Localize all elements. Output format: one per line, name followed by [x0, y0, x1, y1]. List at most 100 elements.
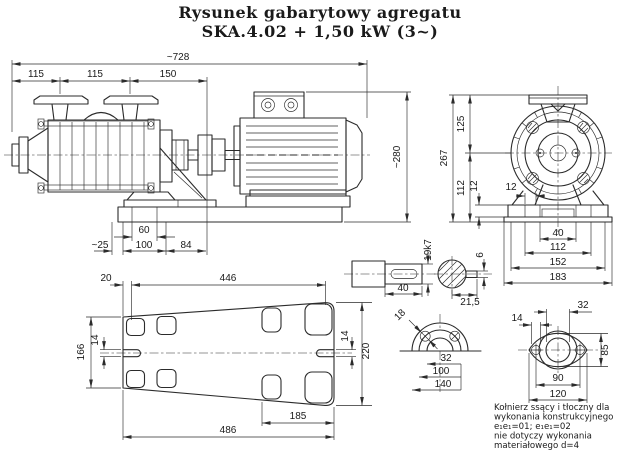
baseplate-side	[117, 206, 343, 223]
dim-plate-left-height: 166	[76, 316, 121, 389]
dim-label: 100	[433, 366, 450, 377]
section-hatch	[438, 260, 466, 288]
dim-label: 18	[392, 307, 408, 323]
note-line-2: wykonania konstrukcyjnego	[494, 413, 613, 423]
keyway	[390, 269, 418, 279]
pump-stage-lines	[59, 122, 145, 190]
discharge-flange-view: 32 14 85 90 120	[511, 300, 611, 403]
dim-overall-height: ~280	[306, 91, 411, 223]
dim-label: 90	[552, 373, 564, 384]
side-view: ~728 115 115 150 ~280 60 ~25 100 84	[4, 52, 411, 255]
casing-ribs	[513, 112, 603, 194]
dim-shaft-length: 40	[384, 283, 423, 297]
dim-hole-dia: 18	[392, 307, 438, 350]
motor-fins	[246, 125, 338, 185]
key	[465, 270, 478, 279]
coupling	[187, 134, 241, 176]
dim-label: 84	[180, 240, 192, 251]
dim-label: 140	[435, 379, 452, 390]
dim-base-chain: ~25 100 84	[92, 222, 206, 255]
dim-label: 125	[456, 115, 467, 132]
dim-label: ~25	[92, 240, 109, 251]
dim-hole-dia: 14	[511, 313, 552, 344]
note-line-5: materiałowego d=4	[494, 441, 579, 451]
dim-label: 115	[28, 69, 44, 80]
dim-label: 166	[76, 343, 87, 360]
base-plate-outline	[122, 302, 335, 406]
front-view: 267 125 112 12 12 40 112 152 183	[439, 86, 613, 286]
dim-front-height-chain: 267 125 112	[439, 94, 529, 223]
dim-plate-bottom: 185 486	[122, 390, 335, 440]
shaft-section	[434, 256, 492, 294]
flange-bolt-hole	[419, 330, 431, 342]
dim-label: 152	[550, 257, 567, 268]
base-plate-view: 20 446 166 14 14 220 185 486	[76, 273, 372, 440]
dim-label: 14	[340, 330, 351, 342]
dim-slot-right: 14	[336, 330, 356, 369]
dim-front-width-chain: 40 112 152 183	[503, 222, 613, 286]
dim-label: 183	[550, 272, 567, 283]
dim-front-foot-a: 12	[469, 180, 508, 229]
dim-label: 115	[87, 69, 103, 80]
casing-hump	[83, 111, 119, 121]
dim-label: 12	[505, 182, 517, 193]
dim-plate-top: 20 446	[100, 273, 326, 320]
dim-label: 14	[511, 313, 523, 324]
dim-label: 14	[90, 334, 101, 346]
dim-overall-length: ~728	[11, 52, 368, 132]
tie-rods	[37, 118, 155, 194]
dim-shaft-diameter: 19k7	[422, 239, 434, 296]
dim-label: 100	[136, 240, 153, 251]
dim-label: 185	[290, 411, 307, 422]
mounting-holes	[125, 303, 333, 404]
dim-label: 120	[550, 389, 567, 400]
dim-label: 446	[220, 273, 237, 284]
note-line-1: Kołnierz ssący i tłoczny dla	[494, 403, 609, 413]
dim-port: 32	[534, 300, 592, 342]
dim-key-width: 6	[475, 252, 488, 290]
dim-slot-left: 14	[90, 334, 121, 369]
bearing-bracket	[159, 147, 207, 201]
dim-label: 150	[160, 69, 177, 80]
dim-label: 112	[550, 242, 566, 253]
dim-plate-right-height: 220	[336, 302, 372, 406]
motor-end-cap	[345, 119, 363, 193]
dim-bolt-spacing: 90	[535, 356, 581, 388]
dim-label: 486	[220, 425, 237, 436]
dim-flange-height: 85	[560, 333, 611, 367]
slot-left	[122, 349, 142, 358]
dim-label: ~728	[167, 52, 190, 63]
suction-port-flange	[33, 95, 89, 121]
dim-label: 220	[361, 342, 372, 359]
support-legs	[511, 184, 605, 206]
note-line-3: e₁e₁=01; e₁e₁=02	[494, 422, 571, 432]
dim-key-offset: 21,5	[451, 279, 480, 308]
dim-label: 267	[439, 149, 450, 166]
terminal-box	[253, 91, 305, 119]
dim-label: 32	[440, 353, 452, 364]
dim-label: 40	[552, 228, 564, 239]
drawing-title: Rysunek gabarytowy agregatu SKA.4.02 + 1…	[178, 3, 461, 41]
pedestal-front	[503, 204, 613, 223]
motor-side	[233, 91, 363, 208]
dim-label: 20	[100, 273, 112, 284]
dim-flange-diameters: 32 100 140	[412, 353, 462, 392]
motor-pedestal	[245, 195, 351, 208]
dim-front-foot-b: 12	[505, 182, 545, 204]
pump-side	[11, 95, 217, 208]
flange-bolt-hole	[449, 330, 461, 342]
title-line-1: Rysunek gabarytowy agregatu	[178, 3, 461, 22]
dim-label: 85	[600, 344, 611, 356]
dim-label: 12	[469, 180, 480, 192]
suction-flange-view: 18 32 100 140	[392, 307, 482, 392]
motor-feet	[249, 189, 347, 197]
slot-right	[315, 349, 335, 358]
dim-label: 21,5	[460, 297, 480, 308]
dim-label: 60	[138, 225, 150, 236]
flange-note: Kołnierz ssący i tłoczny dla wykonania k…	[494, 403, 613, 451]
shaft-detail: 19k7 40 6 21,5	[344, 239, 492, 308]
title-line-2: SKA.4.02 + 1,50 kW (3~)	[202, 22, 439, 41]
dim-label: 19k7	[423, 239, 434, 261]
